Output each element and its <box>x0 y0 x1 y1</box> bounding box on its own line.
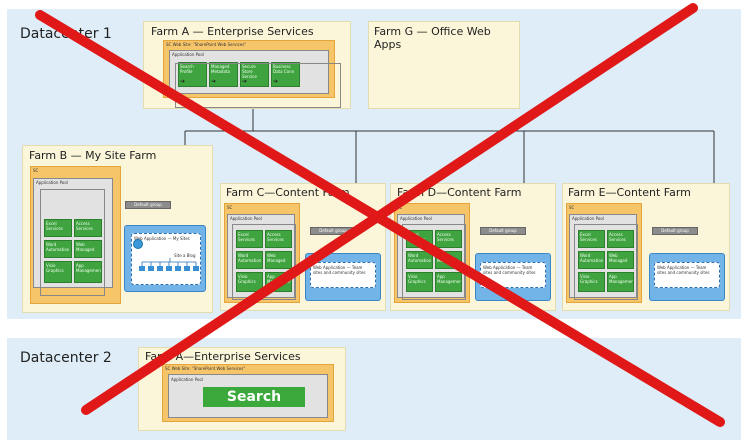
farm-e-service-2: Access Services <box>607 230 634 248</box>
farm-a-service-2: Managed Metadata <box>209 62 238 87</box>
farm-g <box>368 21 520 109</box>
farm-b-ws-label: SC <box>33 168 39 173</box>
farm-d-service-5: Visio Graphics <box>406 272 433 292</box>
arrow-icon: ➔ <box>273 78 279 85</box>
farm-g-title: Farm G — Office Web Apps <box>374 25 491 51</box>
farm-b-default-group: Default group <box>125 201 171 209</box>
farm-e-team-sites: Web Application — Team sites and communi… <box>654 262 720 288</box>
farm-e-default-group: Default group <box>652 227 698 235</box>
farm-d-service-2: Access Services <box>435 230 462 248</box>
globe-icon <box>133 239 143 249</box>
farm-d-pool-label: Application Pool <box>400 216 432 221</box>
farm-b-service-6: App Management <box>74 261 102 283</box>
farm-d-service-6: App Management <box>435 272 462 292</box>
farm-e-service-3: Word Automation <box>578 251 605 269</box>
farm-a-server-frame <box>175 63 341 108</box>
farm-c-ws-label: SC <box>227 205 233 210</box>
arrow-icon: ➔ <box>242 78 248 85</box>
farm-a-pool-label: Application Pool <box>172 52 204 57</box>
farm-e-ws-label: SC <box>569 205 575 210</box>
farm-c-service-3: Word Automation <box>236 251 263 269</box>
farm-d-service-3: Word Automation <box>406 251 433 269</box>
search-service: Search <box>203 387 305 407</box>
farm-a-web-app-label: SC Web Site: "SharePoint Web Services" <box>166 42 247 47</box>
farm-e-pool-label: Application Pool <box>572 216 604 221</box>
datacenter-2-title: Datacenter 2 <box>20 350 112 366</box>
farm-e-server-frame <box>574 224 638 300</box>
datacenter-2 <box>7 338 741 440</box>
farm-e-title: Farm E—Content Farm <box>568 186 691 199</box>
farm-b-site-label: Site a Blog <box>174 253 196 258</box>
farm-d-server-frame <box>402 224 466 300</box>
farm-d-default-group: Default group <box>480 227 526 235</box>
farm-c-pool-label: Application Pool <box>230 216 262 221</box>
farm-a2-pool-label: Application Pool <box>171 377 203 382</box>
farm-a-title: Farm A — Enterprise Services <box>151 25 314 38</box>
farm-a2-title: Farm A—Enterprise Services <box>145 350 301 363</box>
farm-c-service-1: Excel Services <box>236 230 263 248</box>
farm-a-service-4: Business Data Conn <box>271 62 300 87</box>
farm-b-service-1: Excel Services <box>44 219 72 237</box>
farm-b-service-4: Web Managed <box>74 240 102 258</box>
arrow-icon: ➔ <box>180 78 186 85</box>
farm-c-service-4: Web Managed <box>265 251 292 269</box>
farm-e-service-5: Visio Graphics <box>578 272 605 292</box>
farm-c-team-sites: Web Application — Team sites and communi… <box>310 262 376 288</box>
farm-c-service-5: Visio Graphics <box>236 272 263 292</box>
farm-b-title: Farm B — My Site Farm <box>29 149 157 162</box>
farm-a2-web-app-label: SC Web Site: "SharePoint Web Services" <box>165 366 246 371</box>
farm-a-service-1: Search Profile <box>178 62 207 87</box>
farm-b-service-2: Access Services <box>74 219 102 237</box>
farm-e-service-1: Excel Services <box>578 230 605 248</box>
farm-a-service-3: Secure Store Service <box>240 62 269 87</box>
farm-b-service-5: Visio Graphics <box>44 261 72 283</box>
farm-b-pool-label: Application Pool <box>36 180 68 185</box>
arrow-icon: ➔ <box>211 78 217 85</box>
farm-c-server-frame <box>232 224 296 300</box>
farm-b-server-frame <box>40 189 105 296</box>
farm-e-service-6: App Management <box>607 272 634 292</box>
farm-c-title: Farm C—Content Farm <box>226 186 350 199</box>
farm-e-service-4: Web Managed <box>607 251 634 269</box>
farm-c-service-2: Access Services <box>265 230 292 248</box>
farm-b-service-3: Word Automation <box>44 240 72 258</box>
